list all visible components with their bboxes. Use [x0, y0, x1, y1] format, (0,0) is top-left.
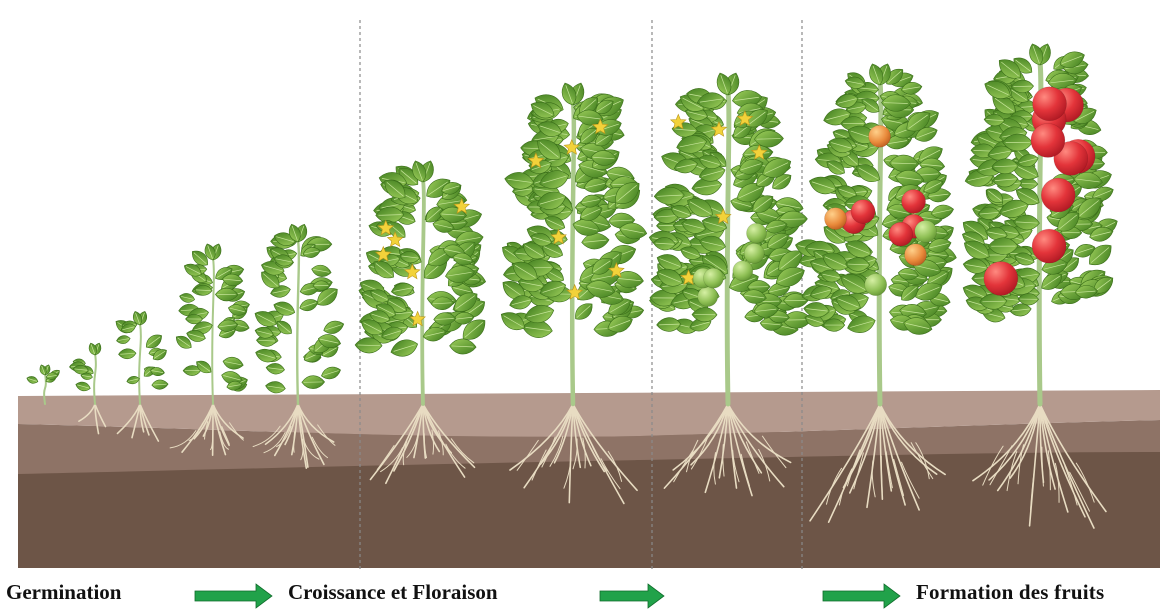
fruit — [703, 268, 723, 288]
fruit — [904, 244, 926, 266]
stage-label-germination: Germination — [6, 580, 122, 604]
fruit — [1041, 178, 1075, 212]
arrow-icon — [195, 584, 272, 608]
fruit — [902, 189, 926, 213]
fruit — [915, 220, 937, 242]
stem — [422, 180, 424, 404]
stem — [212, 258, 214, 404]
fruit — [1032, 229, 1066, 263]
fruit — [698, 287, 718, 307]
fruit — [865, 274, 887, 296]
stage-label-growth-flowering: Croissance et Floraison — [288, 580, 498, 604]
fruit — [851, 200, 875, 224]
fruit — [889, 222, 913, 246]
stem — [297, 240, 299, 404]
fruit — [747, 223, 767, 243]
fruit — [733, 261, 753, 281]
arrow-icon — [600, 584, 664, 608]
fruit — [1031, 123, 1065, 157]
soil — [18, 390, 1160, 568]
fruit — [744, 243, 764, 263]
stage-label-fruit-formation: Formation des fruits — [916, 580, 1104, 604]
stem — [727, 93, 729, 404]
arrow-icon — [823, 584, 900, 608]
fruit — [869, 125, 891, 147]
fruit — [1033, 87, 1067, 121]
fruit — [825, 208, 847, 230]
stem — [139, 323, 141, 404]
fruit — [984, 261, 1018, 295]
